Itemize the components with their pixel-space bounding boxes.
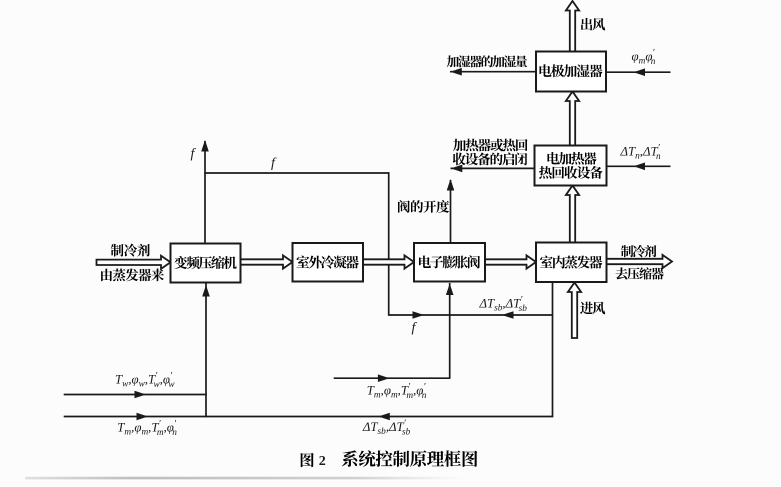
svg-text:ΔTsb,ΔT′sb: ΔTsb,ΔT′sb (479, 295, 528, 314)
svg-text:ΔTsb,ΔT′sb: ΔTsb,ΔT′sb (362, 418, 411, 437)
svg-text:Tm,φm,T′m,φ′n: Tm,φm,T′m,φ′n (367, 382, 427, 401)
svg-text:2: 2 (319, 454, 326, 469)
svg-text:ΔTn,ΔT′n: ΔTn,ΔT′n (620, 143, 661, 162)
svg-text:f: f (271, 156, 277, 171)
svg-text:f: f (412, 321, 418, 336)
svg-text:Tm,φm,T′m,φ′n: Tm,φm,T′m,φ′n (117, 419, 177, 438)
svg-text:Tw,φw,T′w,φ′w: Tw,φw,T′w,φ′w (115, 371, 175, 390)
svg-text:f: f (191, 147, 197, 162)
svg-text:φmφ′n: φmφ′n (632, 48, 656, 67)
